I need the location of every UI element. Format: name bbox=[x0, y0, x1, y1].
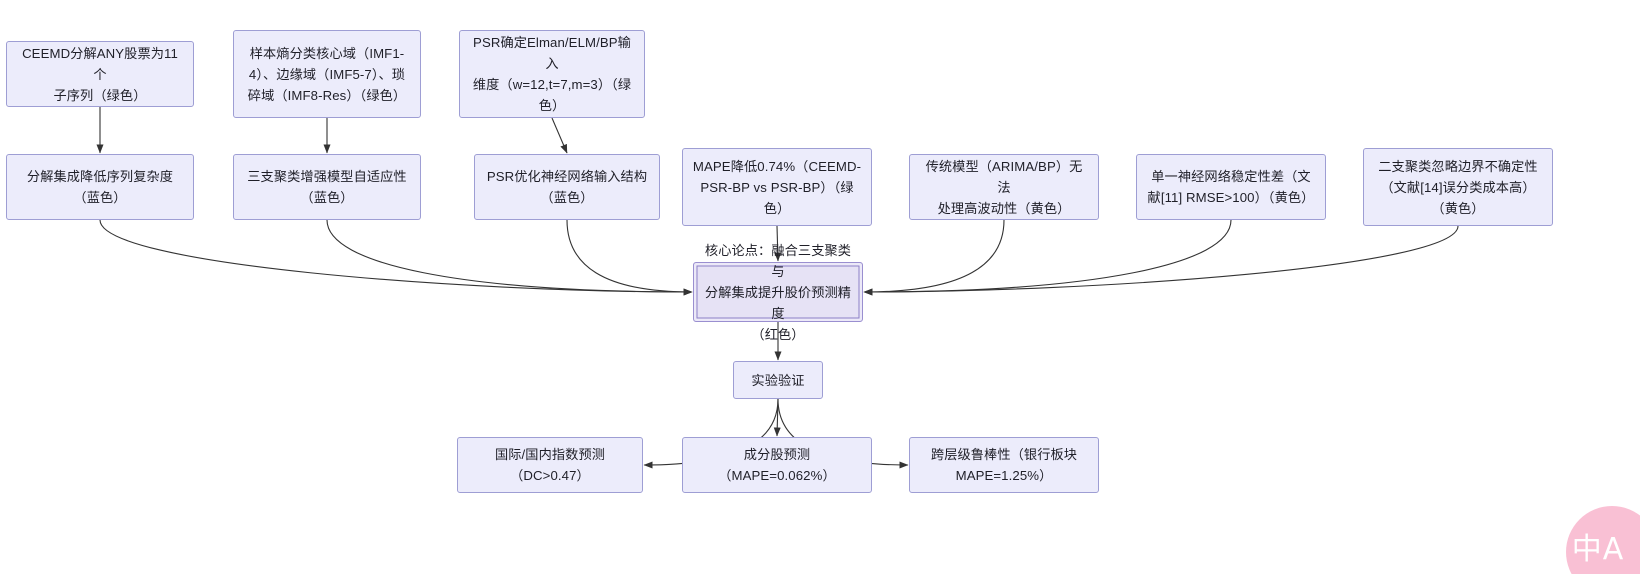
flow-node-n3[interactable]: PSR确定Elman/ELM/BP输入 维度（w=12,t=7,m=3）（绿 色… bbox=[459, 30, 645, 118]
edge-n5-to-core bbox=[326, 219, 693, 296]
flow-node-n12[interactable]: 国际/国内指数预测 （DC>0.47） bbox=[457, 437, 643, 493]
flow-node-n4[interactable]: 分解集成降低序列复杂度 （蓝色） bbox=[6, 154, 194, 220]
flow-node-n1[interactable]: CEEMD分解ANY股票为11个 子序列（绿色） bbox=[6, 41, 194, 107]
node-label: 单一神经网络稳定性差（文 献[11] RMSE>100）（黄色） bbox=[1147, 169, 1315, 205]
node-label: 三支聚类增强模型自适应性 （蓝色） bbox=[247, 169, 407, 205]
flow-node-n7[interactable]: MAPE降低0.74%（CEEMD- PSR-BP vs PSR-BP）（绿 色… bbox=[682, 148, 872, 226]
node-label: 成分股预测 （MAPE=0.062%） bbox=[718, 447, 836, 483]
flow-node-n5[interactable]: 三支聚类增强模型自适应性 （蓝色） bbox=[233, 154, 421, 220]
node-label: MAPE降低0.74%（CEEMD- PSR-BP vs PSR-BP）（绿 色… bbox=[692, 158, 862, 216]
core-claim-node[interactable]: 核心论点：融合三支聚类与 分解集成提升股价预测精度 （红色） bbox=[693, 243, 863, 342]
node-label: 实验验证 bbox=[751, 372, 805, 388]
node-label: 跨层级鲁棒性（银行板块 MAPE=1.25%） bbox=[930, 447, 1078, 483]
node-label: 分解集成降低序列复杂度 （蓝色） bbox=[26, 169, 174, 205]
edge-n3-to-n6 bbox=[551, 117, 568, 154]
flow-node-n14[interactable]: 跨层级鲁棒性（银行板块 MAPE=1.25%） bbox=[909, 437, 1099, 493]
flow-node-n11[interactable]: 实验验证 bbox=[733, 361, 823, 399]
flow-node-n13[interactable]: 成分股预测 （MAPE=0.062%） bbox=[682, 437, 872, 493]
node-label: 传统模型（ARIMA/BP）无法 处理高波动性（黄色） bbox=[925, 158, 1083, 216]
flow-node-n10[interactable]: 二支聚类忽略边界不确定性 （文献[14]误分类成本高） （黄色） bbox=[1363, 148, 1553, 226]
watermark-text: 中A bbox=[1571, 532, 1625, 567]
node-label: 国际/国内指数预测 （DC>0.47） bbox=[494, 447, 606, 483]
edge-n9-to-core bbox=[863, 219, 1232, 296]
flow-node-n8[interactable]: 传统模型（ARIMA/BP）无法 处理高波动性（黄色） bbox=[909, 154, 1099, 220]
node-label: 样本熵分类核心域（IMF1- 4）、边缘域（IMF5-7）、琐 碎域（IMF8-… bbox=[247, 45, 407, 103]
edge-n6-to-core bbox=[566, 219, 693, 296]
node-label: PSR优化神经网络输入结构 （蓝色） bbox=[486, 169, 648, 205]
flow-node-n6[interactable]: PSR优化神经网络输入结构 （蓝色） bbox=[474, 154, 660, 220]
edge-n10-to-core bbox=[863, 225, 1459, 296]
node-label: 核心论点：融合三支聚类与 分解集成提升股价预测精度 （红色） bbox=[704, 242, 852, 342]
node-label: 二支聚类忽略边界不确定性 （文献[14]误分类成本高） （黄色） bbox=[1378, 158, 1538, 216]
flow-node-n2[interactable]: 样本熵分类核心域（IMF1- 4）、边缘域（IMF5-7）、琐 碎域（IMF8-… bbox=[233, 30, 421, 118]
node-label: PSR确定Elman/ELM/BP输入 维度（w=12,t=7,m=3）（绿 色… bbox=[472, 35, 632, 113]
edge-n8-to-core bbox=[863, 219, 1005, 296]
watermark-badge: 中A bbox=[1566, 506, 1640, 574]
edge-n4-to-core bbox=[99, 219, 693, 296]
node-label: CEEMD分解ANY股票为11个 子序列（绿色） bbox=[22, 45, 178, 103]
edge-n11-to-n13 bbox=[773, 398, 781, 437]
flow-node-n9[interactable]: 单一神经网络稳定性差（文 献[11] RMSE>100）（黄色） bbox=[1136, 154, 1326, 220]
